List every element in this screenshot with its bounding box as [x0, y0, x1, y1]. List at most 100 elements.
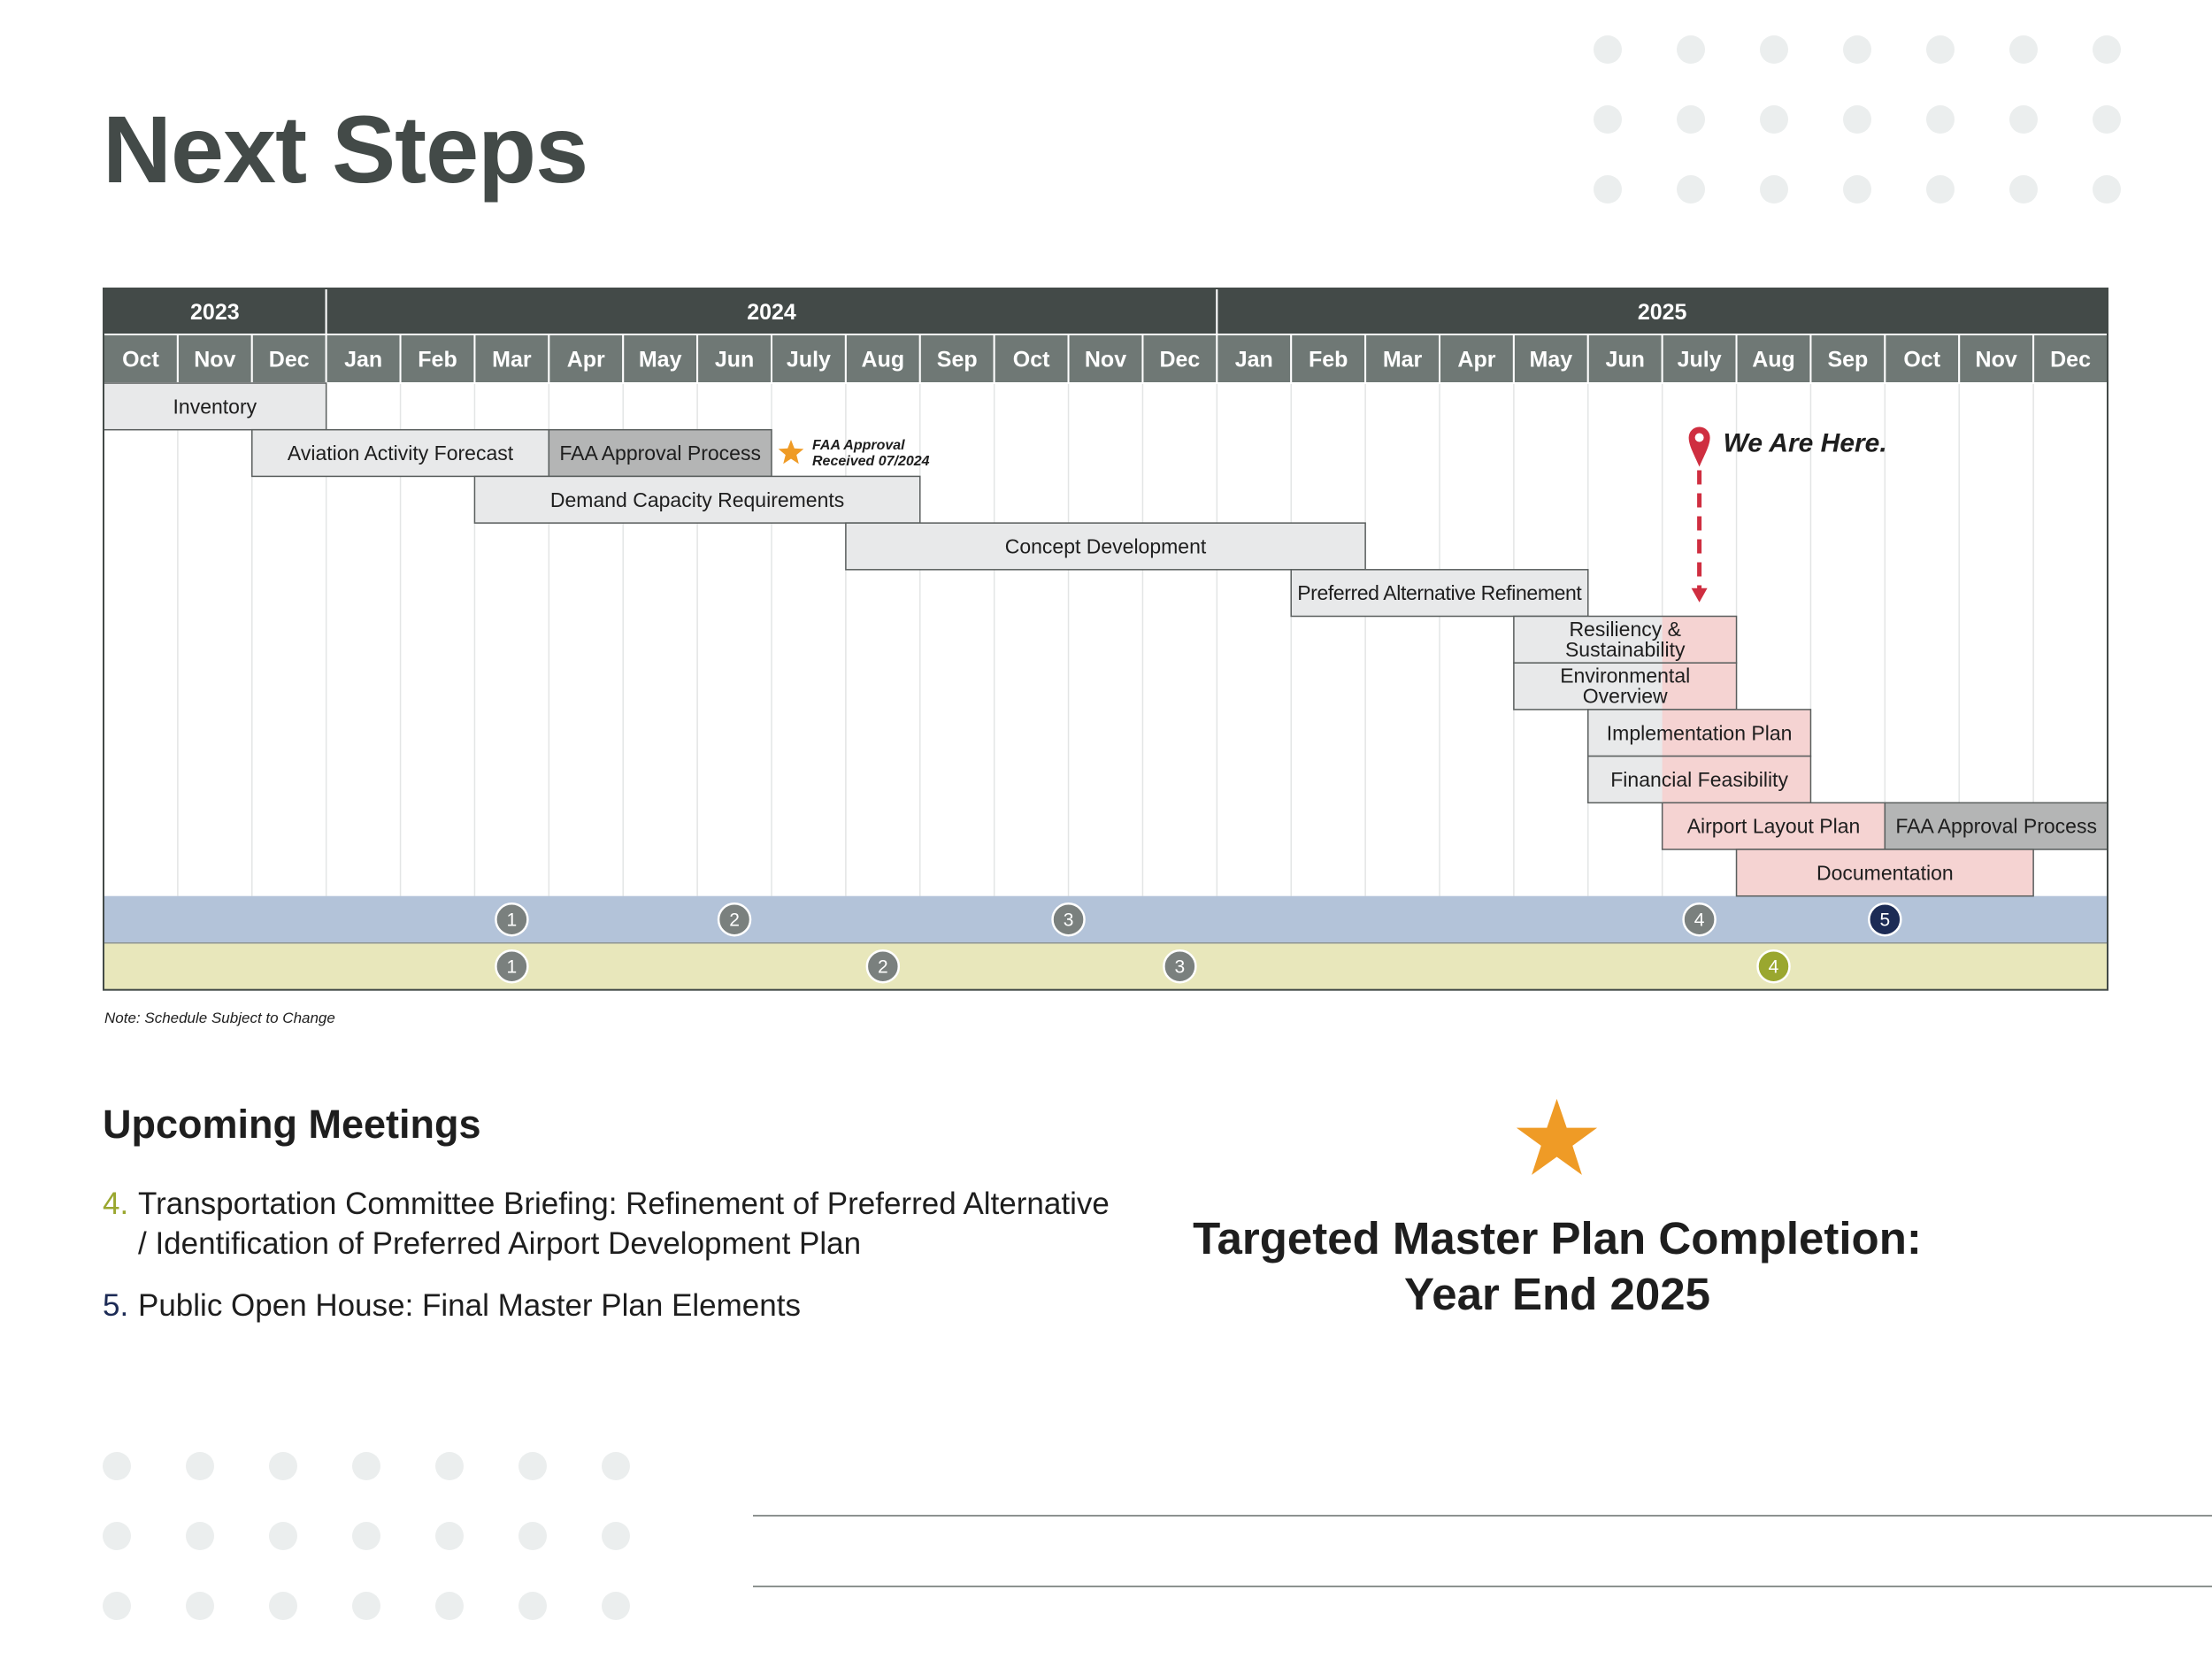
month-header-cell: [1958, 334, 2035, 384]
task-label: Preferred Alternative Refinement: [1297, 581, 1582, 604]
decorative-dot: [2009, 175, 2038, 204]
decorative-dot: [2093, 105, 2121, 134]
month-header-cell: [1141, 334, 1218, 384]
month-label: July: [787, 348, 831, 373]
month-label: May: [1530, 348, 1573, 373]
meeting-marker: [1868, 902, 1902, 937]
meeting-number: 5.: [103, 1288, 129, 1323]
month-header-cell: [1290, 334, 1367, 384]
star-icon: [1516, 1098, 1598, 1175]
meeting-marker-label: 2: [878, 957, 888, 978]
decorative-dot: [518, 1592, 547, 1620]
task-bar: [1735, 849, 2034, 897]
month-label: Mar: [1383, 348, 1423, 373]
task-label-line: Overview: [1583, 685, 1668, 708]
star-icon: [778, 440, 804, 465]
meeting-marker-label: 1: [507, 910, 518, 931]
meeting-marker-label: 1: [507, 957, 518, 978]
month-header-cell: [1884, 334, 1961, 384]
task-label-line: Environmental: [1560, 664, 1690, 687]
decorative-dot: [1677, 175, 1705, 204]
meeting-text: Transportation Committee Briefing: Refin…: [138, 1187, 1110, 1261]
month-label: Nov: [1085, 348, 1126, 373]
month-label: Dec: [1159, 348, 1200, 373]
meeting-band-2: [104, 942, 2108, 990]
completion-line-2: Year End 2025: [1404, 1269, 1710, 1319]
task-label-line: Aviation Activity Forecast: [288, 442, 514, 465]
meeting-marker: [495, 902, 529, 937]
decorative-dot: [435, 1522, 464, 1550]
decorative-dot: [1760, 35, 1788, 64]
decorative-dot: [1677, 35, 1705, 64]
decorative-dot: [1926, 105, 1955, 134]
decorative-dot: [518, 1452, 547, 1480]
decorative-dot: [1760, 175, 1788, 204]
month-header-cell: [993, 334, 1070, 384]
chart-border: [103, 288, 2108, 991]
page-title: Next Steps: [103, 96, 588, 203]
divider-line: [753, 1515, 2212, 1517]
decorative-dot: [103, 1592, 131, 1620]
decorative-dot: [435, 1452, 464, 1480]
decorative-dot: [186, 1592, 214, 1620]
task-label: Aviation Activity Forecast: [288, 442, 514, 465]
year-header-cell: [1216, 288, 2109, 335]
task-label: Implementation Plan: [1607, 721, 1793, 744]
task-label: Inventory: [173, 395, 257, 418]
decorative-dot: [2093, 175, 2121, 204]
decorative-dot: [1594, 175, 1622, 204]
month-label: Dec: [269, 348, 310, 373]
task-bar: [845, 522, 1366, 571]
task-label: Resiliency &Sustainability: [1565, 618, 1686, 661]
task-bar-fill-highlight: [1662, 616, 1737, 664]
month-header-cell: [1809, 334, 1886, 384]
month-label: Aug: [862, 348, 905, 373]
decorative-dot: [1594, 105, 1622, 134]
month-label: Apr: [567, 348, 605, 373]
location-pin-hole: [1694, 433, 1704, 442]
upcoming-meetings-list: 4. Transportation Committee Briefing: Re…: [103, 1184, 1120, 1348]
task-label-line: Airport Layout Plan: [1687, 815, 1861, 838]
task-label-line: Concept Development: [1005, 534, 1207, 557]
month-header-cell: [1661, 334, 1738, 384]
task-bar: [1661, 802, 1886, 850]
task-label-line: Sustainability: [1565, 638, 1686, 661]
month-header-cell: [1067, 334, 1144, 384]
schedule-note: Note: Schedule Subject to Change: [104, 1010, 335, 1026]
task-label: Airport Layout Plan: [1687, 815, 1861, 838]
task-label: Financial Feasibility: [1610, 768, 1788, 791]
task-label: Demand Capacity Requirements: [550, 488, 844, 511]
task-label: FAA Approval Process: [1895, 815, 2097, 838]
month-header-cell: [325, 334, 402, 384]
decorative-dot: [1677, 105, 1705, 134]
task-label-line: Inventory: [173, 395, 257, 418]
month-label: Mar: [492, 348, 532, 373]
upcoming-meetings-title: Upcoming Meetings: [103, 1102, 481, 1147]
decorative-dot: [269, 1522, 297, 1550]
completion-target: Targeted Master Plan Completion: Year En…: [1106, 1210, 2008, 1322]
month-label: Jun: [715, 348, 754, 373]
decorative-dot: [1843, 35, 1871, 64]
month-label: Feb: [1309, 348, 1348, 373]
task-bar-fill-highlight: [1662, 663, 1737, 710]
month-label: Sep: [1827, 348, 1868, 373]
approval-note-line-1: FAA Approval: [812, 438, 905, 453]
month-label: Oct: [122, 348, 159, 373]
month-header-cell: [176, 334, 253, 384]
year-label: 2023: [190, 300, 240, 325]
meeting-band-1: [104, 895, 2108, 943]
divider-line: [753, 1586, 2212, 1587]
meeting-marker-label: 2: [729, 910, 740, 931]
task-label: Concept Development: [1005, 534, 1207, 557]
meeting-marker: [495, 949, 529, 984]
month-label: Dec: [2050, 348, 2091, 373]
month-header-cell: [1364, 334, 1440, 384]
task-bar-fill: [1587, 756, 1663, 803]
month-header-cell: [2032, 334, 2108, 384]
decorative-dot: [269, 1452, 297, 1480]
location-pin-icon: [1688, 426, 1710, 467]
decorative-dot: [269, 1592, 297, 1620]
meeting-marker-label: 3: [1175, 957, 1186, 978]
task-label-line: Documentation: [1816, 861, 1954, 884]
